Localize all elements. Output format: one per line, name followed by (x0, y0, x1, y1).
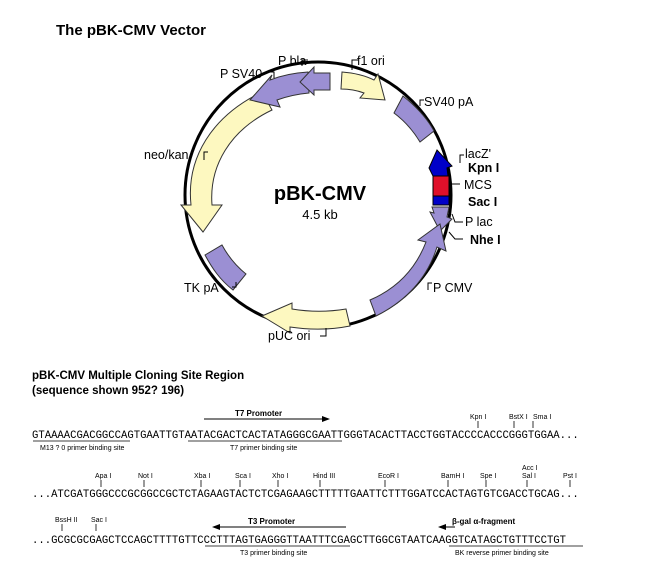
p-sv40-label: P SV40 (220, 67, 262, 81)
site-kpn1: Kpn I (470, 414, 486, 421)
tk-pa-feature (204, 244, 247, 291)
seq-line3: ...GCGCGCGAGCTCCAGCTTTTGTTCCCTTTAGTGAGGG… (32, 535, 566, 547)
site-spe1: Spe I (480, 473, 496, 480)
site-sma1: Sma I (533, 414, 551, 421)
site-pst1: Pst I (563, 473, 577, 480)
site-sal1: Sal I (522, 473, 536, 480)
p-bla-feature (299, 65, 331, 97)
site-sac1: Sac I (91, 517, 107, 524)
beta-gal-fragment-label: β-gal α-fragment (452, 517, 515, 526)
mcs-title-line2: (sequence shown 952? 196) (32, 385, 185, 397)
lacz-lower-feature (432, 195, 450, 206)
seq-line1: GTAAAACGACGGCCAGTGAATTGTAATACGACTCACTATA… (32, 430, 579, 442)
site-xho1: Xho I (272, 473, 288, 480)
plasmid-size: 4.5 kb (302, 207, 337, 222)
site-bssh2: BssH II (55, 517, 78, 524)
p-sv40-feature (249, 71, 310, 108)
kpn1-label: Kpn I (468, 161, 499, 175)
sv40-pa-label: SV40 pA (424, 95, 474, 109)
sac1-label: Sac I (468, 195, 497, 209)
plasmid-name: pBK-CMV (274, 183, 367, 205)
mcs-label: MCS (464, 178, 492, 192)
p-lac-feature (429, 206, 453, 232)
mcs-title-line1: pBK-CMV Multiple Cloning Site Region (32, 370, 245, 382)
page-title: The pBK-CMV Vector (56, 22, 207, 39)
seq-line2: ...ATCGATGGGCCCGCGGCCGCTCTAGAAGTACTCTCGA… (32, 489, 579, 501)
nhe1-label: Nhe I (470, 233, 501, 247)
site-bstx1: BstX I (509, 414, 528, 421)
site-apa1: Apa I (95, 473, 111, 480)
p-lac-label: P lac (465, 215, 493, 229)
neo-kan-label: neo/kan (144, 148, 189, 162)
mcs-section-title: pBK-CMV Multiple Cloning Site Region (se… (32, 369, 244, 399)
site-sca1: Sca I (235, 473, 251, 480)
primer-m13: M13 ? 0 primer binding site (40, 445, 125, 452)
primer-t3: T3 primer binding site (240, 550, 307, 557)
f1-ori-label: f1 ori (357, 54, 385, 68)
site-not1: Not I (138, 473, 153, 480)
t7-promoter-label: T7 Promoter (235, 409, 282, 418)
site-acc1: Acc I (522, 465, 538, 472)
f1-ori-feature (340, 71, 386, 101)
puc-ori-label: pUC ori (268, 329, 310, 343)
p-cmv-label: P CMV (433, 281, 473, 295)
mcs-feature (432, 175, 450, 197)
site-bamh1: BamH I (441, 473, 464, 480)
site-hind3: Hind III (313, 473, 335, 480)
t3-promoter-label: T3 Promoter (248, 517, 295, 526)
sv40-pa-feature (393, 95, 435, 143)
primer-t7: T7 primer binding site (230, 445, 297, 452)
lacz-label: lacZ' (465, 147, 491, 161)
neo-kan-feature (179, 91, 273, 233)
tk-pa-label: TK pA (184, 281, 219, 295)
p-cmv-feature (369, 223, 447, 317)
site-ecor1: EcoR I (378, 473, 399, 480)
p-bla-label: P bla (278, 54, 306, 68)
primer-bk-reverse: BK reverse primer binding site (455, 550, 549, 557)
site-xba1: Xba I (194, 473, 210, 480)
